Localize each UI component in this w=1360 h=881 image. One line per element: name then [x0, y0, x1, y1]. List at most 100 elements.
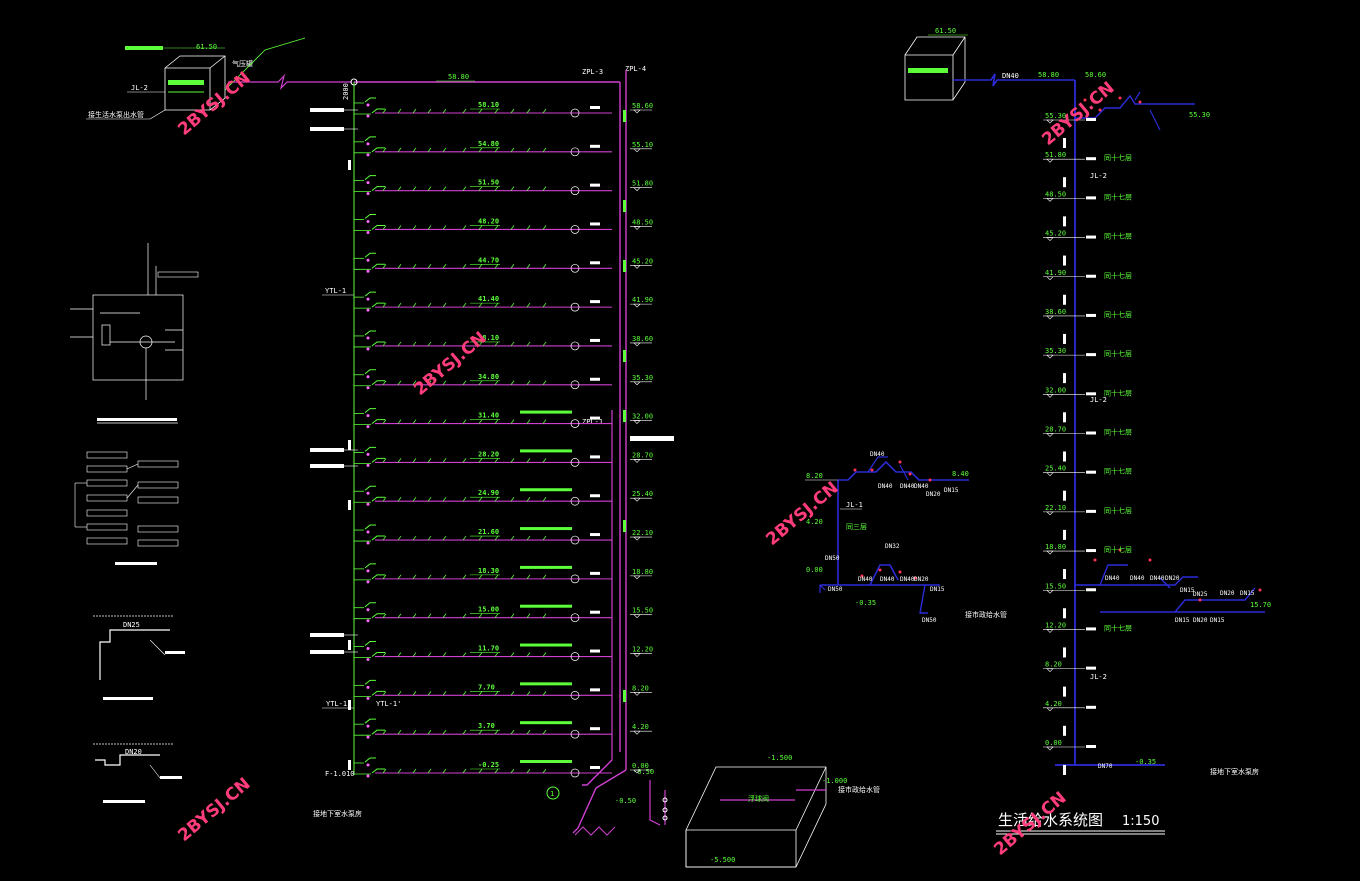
tap-valve [366, 685, 370, 689]
tap-valve [366, 569, 370, 573]
tap-valve [366, 181, 370, 185]
fixture-tick [526, 341, 531, 347]
ref-circle [546, 786, 560, 800]
bottom-note: 接地下室水泵房 [1210, 767, 1259, 776]
fixture-tick [412, 574, 417, 580]
dn-label: DN40 [900, 576, 915, 583]
floor-valve [1086, 392, 1096, 396]
fixture-tick [510, 691, 515, 696]
fixture-tick [462, 458, 467, 463]
fixture-tick [526, 729, 531, 735]
detail-caption-text [103, 697, 153, 700]
tank-edge [209, 55, 226, 69]
fixture-tick [382, 186, 387, 191]
level-mark-triangle [1046, 550, 1054, 555]
fixture-tick [494, 613, 499, 618]
tap-valve [366, 735, 370, 739]
floor-level: 58.10 [478, 101, 499, 109]
fixture-tick [382, 729, 387, 735]
tank-inlet-note: 接市政给水管 [838, 785, 880, 794]
riser-dn-tag [1063, 490, 1066, 501]
floor-valve [1086, 509, 1096, 513]
fixture-tick [478, 496, 483, 502]
fixture-tick [462, 186, 467, 191]
floor-level: -0.25 [478, 761, 499, 769]
fixture-tick [478, 108, 483, 114]
meter-symbol [570, 729, 580, 739]
fixture-tick [462, 419, 467, 424]
dn-label: DN15 [930, 586, 945, 593]
right-level: 51.80 [632, 180, 653, 188]
dn-label: DN20 [926, 491, 941, 498]
fixture-tick [427, 225, 432, 230]
fixture-tick [494, 302, 499, 308]
flow-line [126, 484, 139, 499]
dn-tag [590, 766, 600, 769]
fixture-tick [427, 535, 432, 541]
riser-dn-tag [1063, 177, 1066, 188]
fixture-tick [442, 768, 447, 774]
meter-symbol [570, 302, 580, 312]
dn-tag [590, 222, 600, 226]
detail-dn-label: DN20 [125, 748, 142, 756]
fixture-tick [526, 458, 531, 463]
riser-label: YTL-1' [376, 700, 401, 708]
mid-level: 8.40 [952, 470, 969, 478]
tap-stub [364, 446, 385, 463]
fixture-tick [462, 302, 467, 308]
dn-tag [590, 533, 600, 537]
dn-label: DN40 [1130, 575, 1145, 582]
tap-stub [364, 718, 385, 735]
fixture-tick [442, 302, 447, 308]
detail-box [92, 294, 184, 381]
dn-tag [590, 649, 600, 653]
right-level: 55.10 [632, 141, 653, 149]
dn-label: DN40 [878, 483, 893, 490]
fixture-tick [462, 108, 467, 114]
tap-note-bar [310, 650, 344, 654]
floor-valve [1086, 627, 1096, 631]
fixture-tick [382, 264, 387, 269]
fixture-tick [442, 147, 447, 153]
fixture-tick [412, 535, 417, 541]
branch-note-bar [520, 682, 572, 686]
floor-valve [1086, 118, 1096, 121]
right-level: 38.60 [632, 335, 653, 343]
level-mark-triangle [1046, 394, 1054, 398]
fixture-tick [442, 108, 447, 114]
riser-dn-tag [1063, 725, 1066, 736]
fixture-tick [412, 302, 417, 308]
fixture-tick [478, 691, 483, 696]
fixture-tick [427, 108, 432, 114]
level-mark-triangle [633, 420, 641, 425]
fixture-tick [494, 108, 499, 114]
fixture-tick [427, 419, 432, 424]
tap-valve [366, 258, 370, 262]
fixture-tick [462, 264, 467, 269]
detail-pipe [95, 754, 160, 766]
tap-valve [366, 192, 370, 196]
right-floor-level: 35.30 [1045, 347, 1066, 355]
tap-note-bar [310, 633, 344, 637]
meter-symbol [570, 186, 580, 195]
fixture-tick [382, 380, 387, 386]
roof-tank [904, 36, 966, 101]
mid-riser-label: JL-1 [846, 501, 863, 509]
fixture-tick [442, 613, 447, 618]
fixture-tick [397, 768, 402, 774]
lower-stub [819, 584, 826, 593]
fixture-tick [397, 302, 402, 308]
fixture-tick [510, 652, 515, 657]
fixture-tick [382, 496, 387, 502]
dn-tag [590, 300, 600, 304]
right-level: 28.70 [632, 451, 653, 459]
tap-valve [366, 452, 370, 456]
floor-level: 51.50 [478, 179, 499, 187]
fixture-tick [397, 419, 402, 424]
flow-box [86, 537, 128, 545]
floor-valve [1086, 431, 1096, 435]
fixture-tick [427, 458, 432, 463]
floor-level: 18.30 [478, 567, 499, 575]
fixture-tick [397, 264, 402, 269]
fixture-tick [542, 691, 547, 696]
